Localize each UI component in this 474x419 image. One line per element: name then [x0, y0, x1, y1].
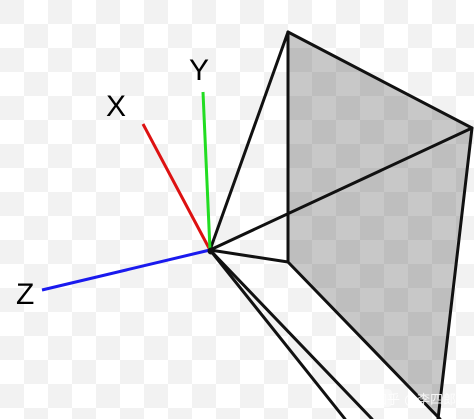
camera-frustum	[208, 30, 474, 419]
watermark: 知乎 @李四郎	[370, 389, 456, 408]
frustum-edge-top	[208, 30, 290, 252]
image-plane	[288, 32, 472, 419]
x-axis-line	[141, 123, 212, 251]
z-axis-line	[41, 248, 211, 292]
frustum-edge-right	[208, 126, 474, 252]
z-axis-label: Z	[16, 278, 34, 311]
frustum-edge-bottom-b	[208, 248, 347, 419]
camera-center-point	[207, 247, 215, 255]
frustum-edge-inner	[208, 248, 290, 264]
image-plane-lower-edge	[286, 260, 442, 419]
image-plane-top-edge	[286, 30, 474, 130]
y-axis-line	[201, 91, 212, 251]
zhihu-logo-icon	[370, 389, 392, 407]
x-axis-label: X	[106, 90, 126, 123]
frustum-edge-bottom	[208, 248, 374, 419]
watermark-text: 知乎 @李四郎	[374, 392, 456, 408]
y-axis-label: Y	[189, 54, 209, 87]
image-plane-right-edge	[436, 126, 474, 419]
